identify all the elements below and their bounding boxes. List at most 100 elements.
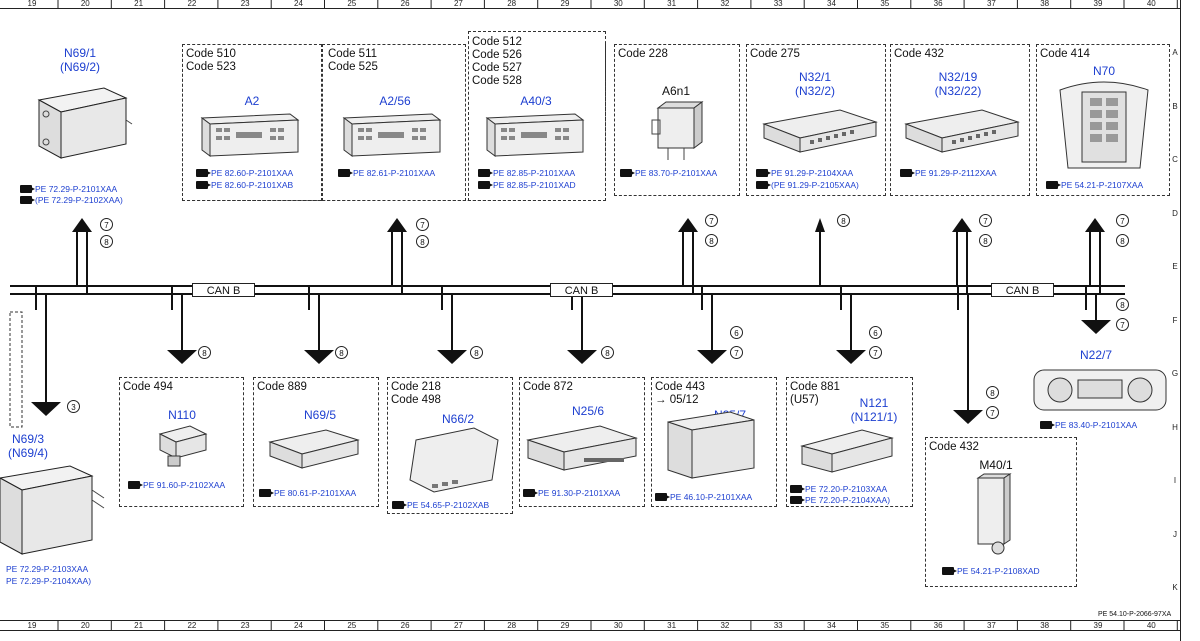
- ruler-letter: H: [1172, 422, 1178, 432]
- code-label-n66-2: Code 218 Code 498: [391, 381, 441, 406]
- ruler-number: 20: [80, 0, 90, 8]
- ruler-number: 31: [667, 0, 677, 8]
- ref-circle-8: 8: [198, 346, 211, 359]
- ref-circle-7: 7: [986, 406, 999, 419]
- pe-ref-m40-1[interactable]: PE 54.21-P-2108XAD: [942, 566, 1040, 576]
- reference-icon: [756, 169, 771, 177]
- pe-ref-n32-1-b[interactable]: (PE 91.29-P-2105XAA): [756, 180, 859, 190]
- ref-circle-7: 7: [979, 214, 992, 227]
- pe-ref-n22-7[interactable]: PE 83.40-P-2101XAA: [1040, 420, 1137, 430]
- ruler-number: 23: [240, 0, 250, 8]
- ref-circle-7: 7: [416, 218, 429, 231]
- control-module-icon: [800, 429, 894, 473]
- ruler-number: 22: [187, 0, 197, 8]
- ref-circle-7: 7: [1116, 318, 1129, 331]
- component-n69-5: N69/5: [303, 408, 337, 422]
- control-module-icon: [667, 411, 755, 479]
- ref-circle-8: 8: [1116, 234, 1129, 247]
- reference-icon: [259, 489, 274, 497]
- pe-ref-n69-1-b[interactable]: (PE 72.29-P-2102XAA): [20, 195, 123, 205]
- ruler-number: 30: [613, 621, 623, 630]
- code-511-box: [322, 44, 466, 201]
- pe-ref-a2-b[interactable]: PE 82.60-P-2101XAB: [196, 180, 293, 190]
- pe-ref-n69-1-a[interactable]: PE 72.29-P-2101XAA: [20, 184, 117, 194]
- ruler-number: 27: [453, 621, 463, 630]
- can-b-label-2: CAN B: [550, 283, 613, 297]
- ruler-number: 19: [27, 0, 37, 8]
- ruler-number: 36: [933, 0, 943, 8]
- pe-ref-n121-b[interactable]: PE 72.20-P-2104XAA): [790, 495, 890, 505]
- component-m40-1: M40/1: [979, 458, 1013, 472]
- ref-circle-7: 7: [705, 214, 718, 227]
- code-510-box: [182, 44, 322, 201]
- pe-ref-a2-56[interactable]: PE 82.61-P-2101XAA: [338, 168, 435, 178]
- reference-icon: [20, 185, 35, 193]
- code-label-n110: Code 494: [123, 381, 173, 393]
- pe-ref-a6n1[interactable]: PE 83.70-P-2101XAA: [620, 168, 717, 178]
- pe-ref-n32-19[interactable]: PE 91.29-P-2112XAA: [900, 168, 997, 178]
- component-n32-19: N32/19 (N32/22): [934, 70, 982, 98]
- component-n70: N70: [1092, 64, 1115, 78]
- reference-icon: [756, 181, 771, 189]
- radio-unit-icon: [485, 113, 585, 157]
- pe-ref-n70[interactable]: PE 54.21-P-2107XAA: [1046, 180, 1143, 190]
- code-label-a2: Code 510 Code 523: [186, 48, 236, 73]
- reference-icon: [478, 169, 493, 177]
- pe-ref-n121-a[interactable]: PE 72.20-P-2103XAA: [790, 484, 887, 494]
- reference-icon: [1046, 181, 1061, 189]
- can-b-label-1: CAN B: [192, 283, 255, 297]
- code-414-box: [1036, 44, 1170, 196]
- ruler-number: 24: [294, 621, 303, 630]
- pe-ref-a2-a[interactable]: PE 82.60-P-2101XAA: [196, 168, 293, 178]
- ruler-number: 35: [880, 621, 890, 630]
- control-module-icon: [762, 109, 878, 153]
- ruler-number: 38: [1040, 621, 1050, 630]
- pe-ref-n69-3-a[interactable]: PE 72.29-P-2103XAA: [6, 564, 89, 574]
- pe-ref-n110[interactable]: PE 91.60-P-2102XAA: [128, 480, 225, 490]
- component-a40-3: A40/3: [520, 94, 552, 108]
- control-unit-icon: [409, 427, 499, 493]
- code-label-n25-6: Code 872: [523, 381, 573, 393]
- component-n121: N121 (N121/1): [850, 396, 898, 424]
- reference-icon: [1040, 421, 1055, 429]
- ruler-number: 21: [134, 621, 144, 630]
- ref-circle-6: 6: [730, 326, 743, 339]
- ruler-number: 19: [27, 621, 37, 630]
- control-module-icon: [268, 429, 360, 469]
- ruler-number: 26: [400, 621, 410, 630]
- ruler-letter: A: [1172, 48, 1178, 57]
- ruler-number: 33: [773, 0, 783, 8]
- pe-ref-a40-3-b[interactable]: PE 82.85-P-2101XAD: [478, 180, 576, 190]
- ruler-number: 33: [773, 621, 783, 630]
- ref-circle-3: 3: [67, 400, 80, 413]
- code-872-box: [519, 377, 645, 507]
- code-494-box: [119, 377, 244, 507]
- pe-ref-n32-1-a[interactable]: PE 91.29-P-2104XAA: [756, 168, 853, 178]
- reference-icon: [478, 181, 493, 189]
- ruler-number: 39: [1093, 621, 1103, 630]
- component-n69-1: N69/1 (N69/2): [59, 46, 100, 74]
- pe-ref-n69-5[interactable]: PE 80.61-P-2101XAA: [259, 488, 356, 498]
- pe-ref-n66-2[interactable]: PE 54.65-P-2102XAB: [392, 500, 489, 510]
- code-label-n70: Code 414: [1040, 48, 1090, 60]
- code-label-n25-7: Code 443 → 05/12: [655, 381, 705, 406]
- code-275-box: [746, 44, 886, 196]
- code-432-box-top: [890, 44, 1030, 196]
- ruler-number: 34: [827, 621, 836, 630]
- ref-circle-8: 8: [705, 234, 718, 247]
- ruler-number: 24: [294, 0, 303, 8]
- radio-unit-icon: [342, 113, 442, 157]
- ref-circle-7: 7: [869, 346, 882, 359]
- component-n69-3: N69/3 (N69/4): [7, 432, 48, 460]
- pe-ref-n69-3-b[interactable]: PE 72.29-P-2104XAA): [6, 576, 92, 586]
- ruler-number: 38: [1040, 0, 1050, 8]
- pe-ref-n25-6[interactable]: PE 91.30-P-2101XAA: [523, 488, 620, 498]
- reference-icon: [900, 169, 915, 177]
- pe-ref-n25-7[interactable]: PE 46.10-P-2101XAA: [655, 492, 752, 502]
- code-218-box: [387, 377, 513, 514]
- ref-circle-8: 8: [100, 235, 113, 248]
- pe-ref-a40-3-a[interactable]: PE 82.85-P-2101XAA: [478, 168, 575, 178]
- climate-control-panel-icon: [1033, 369, 1167, 411]
- ruler-letter: F: [1172, 315, 1178, 325]
- reference-icon: [20, 196, 35, 204]
